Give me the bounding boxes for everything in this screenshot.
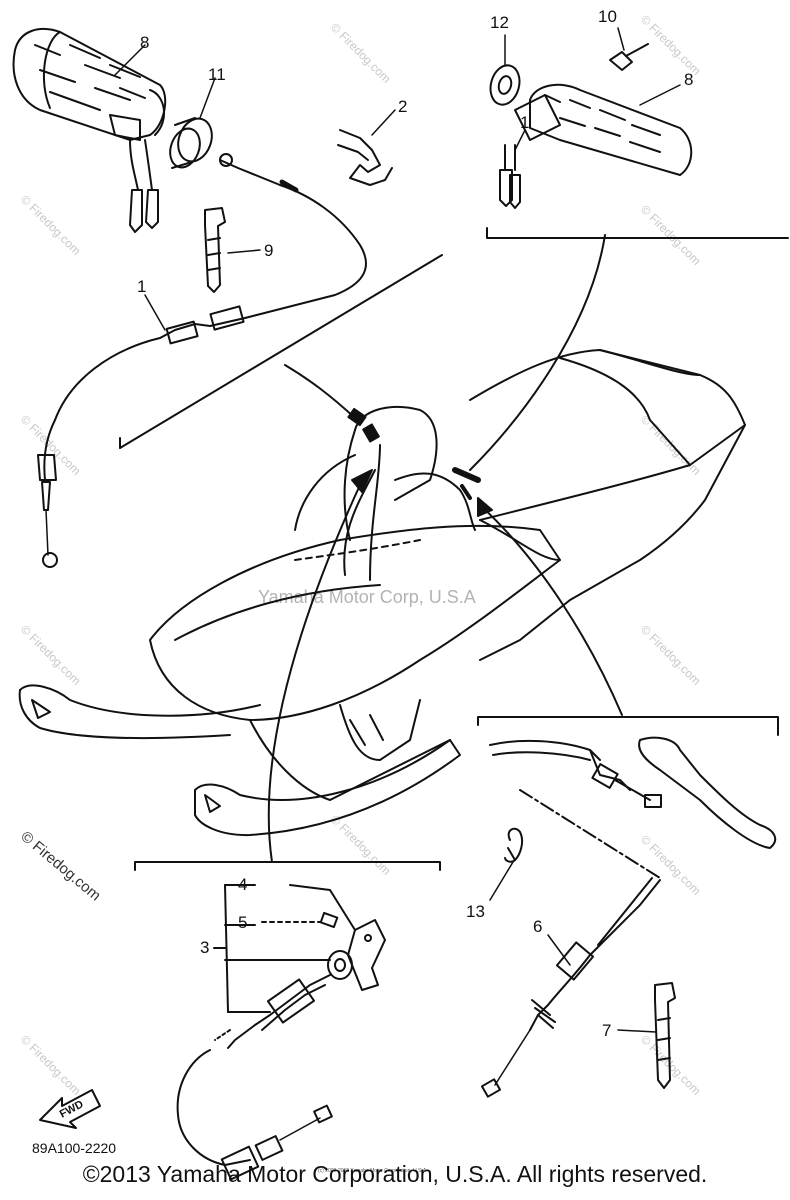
callout-13: 13 bbox=[466, 902, 485, 921]
callout-1-right: 1 bbox=[520, 113, 529, 132]
callout-6: 6 bbox=[533, 917, 542, 936]
inset-choke-cable bbox=[134, 861, 441, 1181]
watermark: © Firedog.com bbox=[638, 412, 704, 478]
callout-10: 10 bbox=[598, 7, 617, 26]
callout-11: 11 bbox=[208, 65, 226, 84]
watermark: © Firedog.com bbox=[18, 622, 84, 688]
fwd-indicator: FWD bbox=[39, 1089, 101, 1129]
pointer-arrows bbox=[267, 234, 623, 863]
grip-left bbox=[12, 28, 167, 141]
watermark: © Firedog.com bbox=[638, 622, 704, 688]
copyright-footer: ©2013 Yamaha Motor Corporation, U.S.A. A… bbox=[82, 1161, 708, 1187]
ring-washer bbox=[169, 117, 213, 169]
inset-left-grip-throttle bbox=[12, 28, 443, 568]
callout-leaders bbox=[114, 27, 681, 1033]
leader-1b bbox=[514, 129, 526, 151]
watermark-layer: © Firedog.com © Firedog.com © Firedog.co… bbox=[17, 12, 703, 1098]
leader-7 bbox=[617, 1029, 657, 1033]
callout-9: 9 bbox=[264, 241, 273, 260]
callout-labels: 8 11 2 9 1 12 10 8 1 4 5 3 13 6 7 bbox=[137, 7, 693, 1040]
leader-10 bbox=[617, 27, 625, 51]
leader-9 bbox=[227, 249, 261, 254]
callout-2: 2 bbox=[398, 97, 407, 116]
inset-brake-lever bbox=[477, 716, 779, 1098]
inset-border bbox=[486, 227, 789, 239]
callout-8-left: 8 bbox=[140, 33, 149, 52]
watermark: © Firedog.com bbox=[328, 812, 394, 878]
leader-2 bbox=[371, 109, 396, 136]
callout-7: 7 bbox=[602, 1021, 611, 1040]
snowmobile-body bbox=[18, 349, 746, 837]
watermark: © Firedog.com bbox=[638, 832, 704, 898]
watermark: © Firedog.com bbox=[18, 192, 84, 258]
leader-1a bbox=[144, 294, 166, 331]
leader-6 bbox=[547, 934, 571, 966]
leader-8a bbox=[114, 44, 146, 76]
watermark: © Firedog.com bbox=[18, 1032, 84, 1098]
watermark: © Firedog.com bbox=[18, 412, 84, 478]
leader-8b bbox=[639, 84, 681, 106]
inset-border bbox=[119, 254, 443, 449]
callout-8-right: 8 bbox=[684, 70, 693, 89]
callout-3: 3 bbox=[200, 938, 209, 957]
inset-border bbox=[477, 716, 779, 736]
callout-12: 12 bbox=[490, 13, 509, 32]
watermark: © Firedog.com bbox=[638, 202, 704, 268]
callout-4: 4 bbox=[238, 875, 247, 894]
tiny-notice: (c) 2000-2015 Yamaha Motor Corporation, … bbox=[318, 1168, 428, 1174]
part-code: 89A100-2220 bbox=[32, 1140, 116, 1156]
inset-right-grip bbox=[486, 43, 789, 239]
callout-5: 5 bbox=[238, 913, 247, 932]
leader-13 bbox=[489, 861, 514, 901]
watermark-side: © Firedog.com bbox=[17, 828, 103, 904]
inset-border bbox=[134, 861, 441, 871]
watermark: © Firedog.com bbox=[328, 20, 394, 86]
watermark: © Firedog.com bbox=[638, 1032, 704, 1098]
callout-1-left: 1 bbox=[137, 277, 146, 296]
leader-11 bbox=[199, 77, 216, 119]
